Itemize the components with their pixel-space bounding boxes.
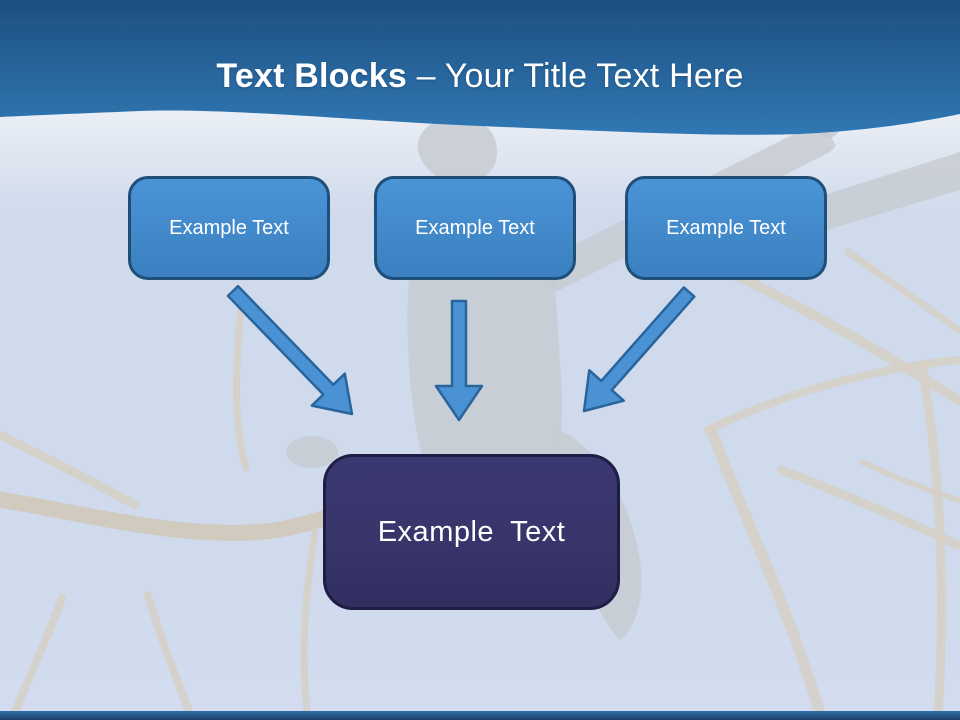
branch-shape [8,594,66,720]
branch-shape [0,429,140,510]
branch-shape [704,356,960,434]
branch-shape [233,291,250,472]
result-block-label: Example Text [377,515,566,548]
text-block-1-label: Example Text [169,216,289,239]
branch-shape [144,591,196,720]
header-band [0,0,960,135]
branch-shape [777,465,960,550]
text-block-2: Example Text [374,176,576,280]
text-block-3-label: Example Text [666,216,786,239]
down-right-arrow [226,284,354,416]
result-block: Example Text [323,454,620,610]
branch-shape [300,528,319,720]
header-wave-shape [0,0,960,135]
text-block-3: Example Text [625,176,827,280]
title-regular-text: – Your Title Text Here [416,57,744,95]
text-block-2-label: Example Text [415,216,535,239]
branch-shape [917,360,946,720]
footer-bar [0,711,960,720]
title-bold-text: Text Blocks [216,57,407,95]
slide-title: Text Blocks – Your Title Text Here [0,58,960,94]
branch-shape [844,248,960,334]
branch-shape [706,426,828,720]
text-block-1: Example Text [128,176,330,280]
branch-shape [859,459,960,503]
down-arrow [434,299,484,422]
down-left-arrow [582,286,696,413]
